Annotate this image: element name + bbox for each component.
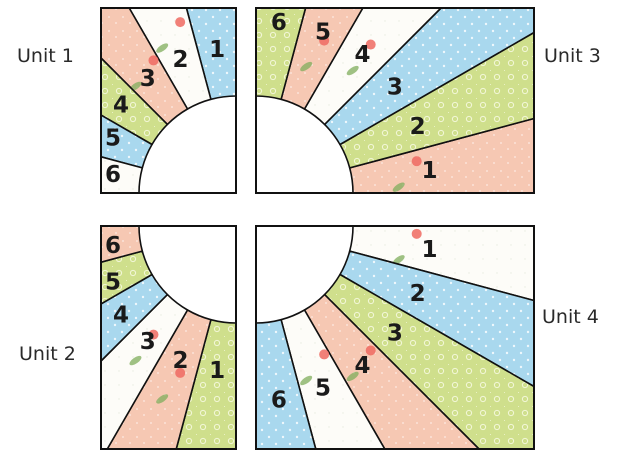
flower-motif (148, 55, 158, 65)
unit-3-wedge-1-number: 1 (421, 158, 437, 184)
unit-1-wedge-4-number: 4 (113, 93, 129, 119)
unit-2-wedge-3-number: 3 (140, 329, 156, 355)
unit-4-wedge-1-number: 1 (421, 237, 437, 263)
unit-1-wedge-5-number: 5 (105, 126, 121, 152)
unit-2-wedge-6-number: 6 (105, 233, 121, 259)
unit-1-wedge-1-number: 1 (209, 37, 225, 63)
unit-1-wedge-6-number: 6 (105, 162, 121, 188)
unit-1-wedge-2-number: 2 (173, 47, 189, 73)
flower-motif (175, 17, 185, 27)
unit-2-wedge-2-number: 2 (173, 348, 189, 374)
unit-3-wedge-3-number: 3 (387, 74, 403, 100)
unit-3-wedge-5-number: 5 (315, 19, 331, 45)
flower-motif (412, 156, 422, 166)
unit-3-wedge-6-number: 6 (271, 10, 287, 36)
unit-2-wedge-5-number: 5 (105, 269, 121, 295)
unit-2-wedge-4-number: 4 (113, 302, 129, 328)
unit-4-wedge-6-number: 6 (271, 388, 287, 414)
unit-4-wedge-3-number: 3 (387, 321, 403, 347)
flower-motif (319, 349, 329, 359)
flower-motif (412, 229, 422, 239)
unit-4-wedge-2-number: 2 (410, 281, 426, 307)
unit-4-wedge-5-number: 5 (315, 376, 331, 402)
unit-1-wedge-3-number: 3 (140, 66, 156, 92)
unit-3-wedge-4-number: 4 (355, 42, 371, 68)
unit-4-wedge-4-number: 4 (355, 353, 371, 379)
unit-3-wedge-2-number: 2 (410, 114, 426, 140)
unit-2-wedge-1-number: 1 (209, 358, 225, 384)
